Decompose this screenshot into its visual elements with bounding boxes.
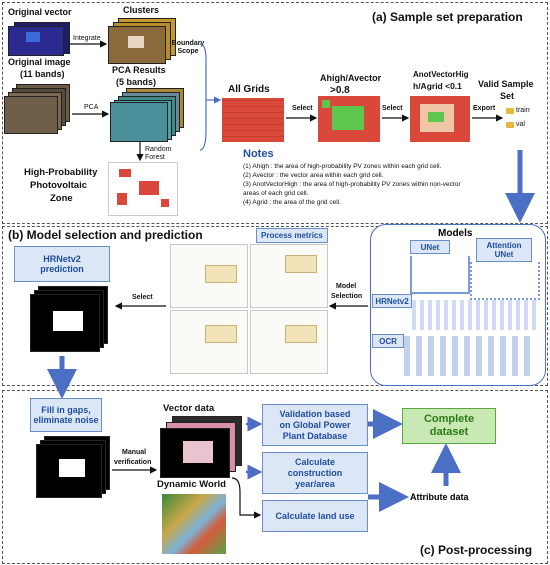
vector-data-label: Vector data: [163, 403, 215, 414]
pca-results-label: PCA Results: [112, 65, 166, 75]
note-line: areas of each grid cell.: [243, 190, 309, 197]
original-image-bands: (11 bands): [20, 69, 65, 79]
fill-gaps-line1: Fill in gaps,: [41, 405, 91, 415]
folder-val-label: val: [516, 121, 525, 128]
original-image-stack: [4, 84, 70, 134]
cond2-line2: h/Agrid <0.1: [413, 81, 462, 91]
hp-zone-label-2: Photovoltaic: [30, 180, 88, 191]
valid-sample-line1: Valid Sample: [478, 79, 534, 89]
prediction-mask-stack: [30, 286, 110, 352]
complete-line2: dataset: [429, 426, 469, 438]
note-line: (1) Ahigh : the area of high-probability…: [243, 163, 442, 170]
panel-a-title: (a) Sample set preparation: [372, 10, 523, 24]
hrnet-prediction-line2: prediction: [40, 264, 84, 274]
cond1-line1: Ahigh/Avector: [320, 73, 382, 83]
export-label: Export: [473, 105, 496, 112]
hp-zone-map: [108, 162, 178, 216]
attention-unet-diagram: [470, 262, 540, 300]
panel-c-title: (c) Post-processing: [420, 543, 533, 557]
note-line: (3) AnotVectorHigh : the area of high-pr…: [243, 181, 461, 188]
hrnetv2-label: HRNetv2: [372, 294, 412, 308]
pca-results-bands: (5 bands): [116, 77, 157, 87]
attention-unet-line2: UNet: [494, 250, 514, 259]
valid-sample-line2: Set: [500, 91, 515, 101]
manual-verification-line1: Manual: [122, 449, 147, 456]
boundary-scope-label: Boundary Scope: [171, 40, 205, 55]
folder-icon: [506, 122, 514, 128]
unet-label: UNet: [410, 240, 450, 254]
complete-line1: Complete: [423, 413, 475, 425]
attribute-data-label: Attribute data: [410, 492, 469, 502]
validation-line1: Validation based: [279, 408, 351, 419]
select1-label: Select: [292, 105, 313, 112]
notes-title: Notes: [243, 148, 274, 160]
pca-label: PCA: [84, 104, 99, 111]
hp-zone-label-1: High-Probability: [24, 167, 98, 178]
ocr-diagram: [404, 336, 536, 376]
models-title: Models: [438, 228, 473, 239]
all-grids-label: All Grids: [228, 84, 270, 95]
cleaned-mask-stack: [36, 436, 112, 498]
clusters-label: Clusters: [123, 5, 160, 15]
hrnetv2-diagram: [412, 300, 536, 330]
all-grids-image: [222, 98, 284, 142]
metrics-chart-1: [170, 244, 248, 308]
note-line: (2) Avector : the vector area within eac…: [243, 172, 384, 179]
unet-diagram: [410, 256, 470, 294]
cond1-line2: >0.8: [330, 85, 350, 96]
ocr-label: OCR: [372, 334, 404, 348]
model-selection-line1: Model: [336, 283, 357, 290]
calc-year-line2: construction: [287, 467, 343, 478]
select2-label: Select: [382, 105, 403, 112]
fill-gaps-line2: eliminate noise: [33, 415, 99, 425]
process-metrics-label: Process metrics: [256, 228, 328, 243]
clusters-image: [108, 18, 176, 64]
folder-icon: [506, 108, 514, 114]
metrics-chart-4: [250, 310, 328, 374]
hrnet-prediction-box: HRNetv2 prediction: [14, 246, 110, 282]
complete-dataset-box: Complete dataset: [402, 408, 496, 444]
validation-line2: on Global Power: [279, 419, 351, 430]
original-vector-label: Original vector: [8, 7, 72, 17]
metrics-chart-3: [170, 310, 248, 374]
select-label-b: Select: [132, 294, 153, 301]
random-forest-label: Random Forest: [145, 146, 172, 161]
calc-land-box: Calculate land use: [262, 500, 368, 532]
cond2-grid-image: [410, 96, 470, 142]
validation-box: Validation based on Global Power Plant D…: [262, 404, 368, 446]
pca-results-stack: [110, 88, 184, 142]
attention-unet-line1: Attention: [486, 241, 522, 250]
panel-b-title: (b) Model selection and prediction: [8, 228, 203, 242]
calc-year-line1: Calculate: [294, 456, 336, 467]
folder-train-label: train: [516, 107, 530, 114]
vector-data-stack: [160, 416, 244, 478]
note-line: (4) Agrid : the area of the grid cell.: [243, 199, 341, 206]
dynamic-world-label: Dynamic World: [157, 479, 226, 490]
integrate-label: Integrate: [73, 35, 101, 42]
cond1-grid-image: [318, 96, 380, 142]
calc-year-line3: year/area: [295, 478, 335, 489]
original-image-label: Original image: [8, 57, 71, 67]
manual-verification-line2: verification: [114, 459, 152, 466]
original-vector-image: [8, 22, 70, 56]
metrics-chart-2: [250, 244, 328, 308]
bracket-boundary: [199, 43, 207, 151]
hrnet-prediction-line1: HRNetv2: [43, 254, 81, 264]
hp-zone-label-3: Zone: [50, 193, 73, 204]
validation-line3: Plant Database: [282, 430, 348, 441]
attention-unet-label: Attention UNet: [476, 238, 532, 262]
dynamic-world-map: [162, 494, 226, 554]
cond2-line1: AnotVectorHig: [413, 70, 469, 79]
model-selection-line2: Selection: [331, 293, 363, 300]
calc-year-box: Calculate construction year/area: [262, 452, 368, 494]
bracket-dynamic-world: [231, 477, 262, 519]
